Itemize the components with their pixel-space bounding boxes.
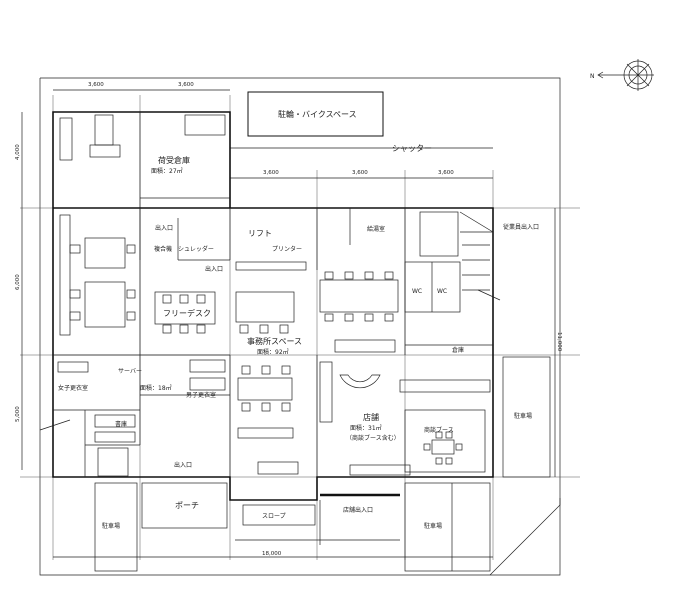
north-arrow-icon	[597, 59, 654, 91]
office-space-label: 事務所スペース	[247, 336, 302, 346]
site-boundary	[39, 77, 561, 576]
parking-bl-label: 駐車場	[102, 522, 120, 530]
entrance-bottom-label: 出入口	[174, 461, 192, 469]
dim-row2-b: 3,600	[352, 170, 368, 176]
parking-right-label: 駐車場	[514, 412, 532, 420]
cargo-warehouse	[52, 111, 231, 208]
middle-table	[237, 365, 299, 475]
wc-label-2: WC	[437, 288, 447, 295]
office-space-desks	[235, 261, 399, 353]
dim-left-a: 4,000	[15, 144, 21, 160]
lift-label: リフト	[248, 229, 272, 238]
free-desk-label: フリーデスク	[163, 308, 211, 318]
office-space-area: 面積：92㎡	[257, 348, 289, 356]
dim-bottom: 18,000	[262, 551, 282, 557]
dim-top-mid: 3,600	[178, 82, 194, 88]
cargo-warehouse-label: 荷受倉庫	[158, 155, 190, 165]
dim-row2-c: 3,600	[438, 170, 454, 176]
store-note-label: （商談ブース含む）	[346, 434, 400, 442]
building-walls	[52, 207, 494, 501]
parking-right-outline	[502, 356, 551, 478]
storage-label: 倉庫	[452, 346, 464, 354]
shredder-label: シュレッダー	[178, 245, 214, 253]
server-label: サーバー	[118, 368, 142, 375]
bicycle-space-outline	[247, 91, 384, 137]
bottom-structures	[94, 482, 491, 572]
office-desks-left	[59, 214, 136, 336]
mens-area-label: 面積：18㎡	[140, 384, 172, 392]
dim-top-left: 3,600	[88, 82, 104, 88]
free-desk-cluster	[154, 291, 216, 334]
store-area	[319, 361, 491, 476]
entrance-mid-label: 出入口	[205, 265, 223, 273]
dim-right: 11,000	[556, 332, 562, 352]
printer-label: プリンター	[272, 245, 302, 253]
meeting-booth-label: 商談ブース	[424, 426, 454, 434]
womens-locker-label: 女子更衣室	[58, 384, 88, 392]
mens-locker-label: 男子更衣室	[186, 391, 216, 399]
porch-label: ポーチ	[175, 501, 199, 510]
store-label: 店舗	[363, 412, 379, 422]
dim-row2-a: 3,600	[263, 170, 279, 176]
multifunction-label: 複合機	[154, 245, 172, 253]
north-label: N	[590, 73, 595, 80]
lower-left-rooms	[39, 355, 230, 477]
cargo-warehouse-area: 面積：27㎡	[151, 167, 183, 175]
shutter-label: シャッター	[392, 144, 432, 153]
archive-label: 書庫	[115, 420, 127, 428]
structural-grid	[20, 95, 580, 560]
slope-label: スロープ	[262, 513, 286, 520]
dim-left-c: 5,000	[15, 406, 21, 422]
wc-label-1: WC	[412, 288, 422, 295]
hot-water-label: 給湯室	[367, 225, 385, 233]
dimension-lines	[21, 89, 556, 558]
entrance-top-label: 出入口	[155, 224, 173, 232]
bicycle-space-label: 駐輪・バイクスペース	[278, 109, 357, 119]
store-entrance-label: 店舗出入口	[343, 506, 373, 514]
dim-left-b: 6,000	[15, 274, 21, 290]
store-area-label: 面積：31㎡	[350, 424, 382, 432]
parking-br-label: 駐車場	[424, 522, 442, 530]
staff-entrance-label: 従業員出入口	[503, 223, 539, 231]
wc-storage-block	[404, 211, 501, 346]
